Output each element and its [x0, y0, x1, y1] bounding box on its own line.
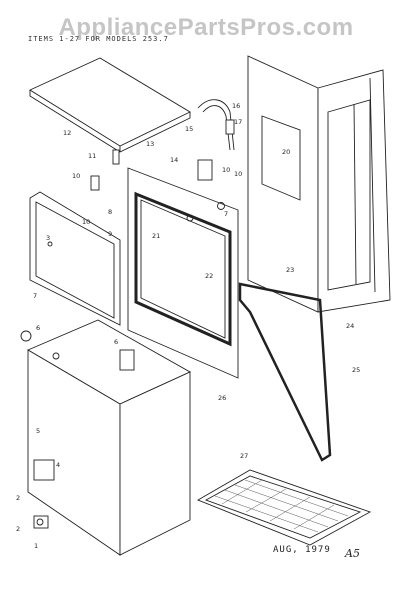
top-cover-panel: [29, 57, 191, 153]
part-label-2a: 2: [16, 494, 20, 502]
part-label-19: 17: [234, 118, 242, 126]
part-label-21: 21: [152, 232, 160, 240]
part-label-5: 5: [36, 427, 40, 435]
part-label-2b: 2: [16, 525, 20, 533]
filter-grille: [196, 469, 372, 546]
part-label-25: 25: [352, 366, 360, 374]
diagram-header: ITEMS 1-27 FOR MODELS 253.7: [28, 35, 169, 43]
part-labels: 12 11 10 8 10 9 3 7 13 15 16 17 14 10 10…: [16, 102, 360, 550]
part-label-8: 7: [33, 292, 37, 300]
cabinet-body: [27, 319, 191, 556]
part-label-11b: 10: [222, 166, 230, 174]
part-label-17: 15: [185, 125, 193, 133]
pump-assembly: [197, 99, 235, 210]
bracket: [90, 149, 120, 191]
part-label-23: 23: [286, 266, 294, 274]
part-label-3: 3: [46, 234, 50, 242]
knob: [20, 330, 32, 342]
page-mark: A5: [345, 547, 360, 560]
part-label-10b: 10: [234, 170, 242, 178]
part-label-7b: 6: [36, 324, 40, 332]
gasket: [238, 282, 332, 462]
part-label-7a: 7: [224, 210, 228, 218]
part-label-15: 13: [146, 140, 154, 148]
part-label-6: 6: [114, 338, 118, 346]
watermark: AppliancePartsPros.com: [58, 14, 354, 41]
part-label-18: 16: [232, 102, 240, 110]
part-label-24: 24: [346, 322, 354, 330]
part-label-26: 26: [218, 394, 226, 402]
diagram-date: AUG, 1979: [273, 545, 331, 555]
part-label-9: 8: [108, 208, 112, 216]
part-label-27: 27: [240, 452, 248, 460]
part-label-20: 20: [282, 148, 290, 156]
part-label-10: 9: [108, 230, 112, 238]
front-panel: [29, 191, 121, 326]
reservoir-frame: [127, 167, 239, 379]
part-label-14: 12: [63, 129, 71, 137]
part-label-22: 22: [205, 272, 213, 280]
rear-housing: [247, 55, 391, 313]
part-label-16: 14: [170, 156, 178, 164]
part-label-13: 11: [88, 152, 96, 160]
part-label-4: 4: [56, 461, 60, 469]
part-label-12: 10: [72, 172, 80, 180]
part-label-1: 1: [34, 542, 38, 550]
part-label-11: 10: [82, 218, 90, 226]
caster: [33, 515, 49, 529]
